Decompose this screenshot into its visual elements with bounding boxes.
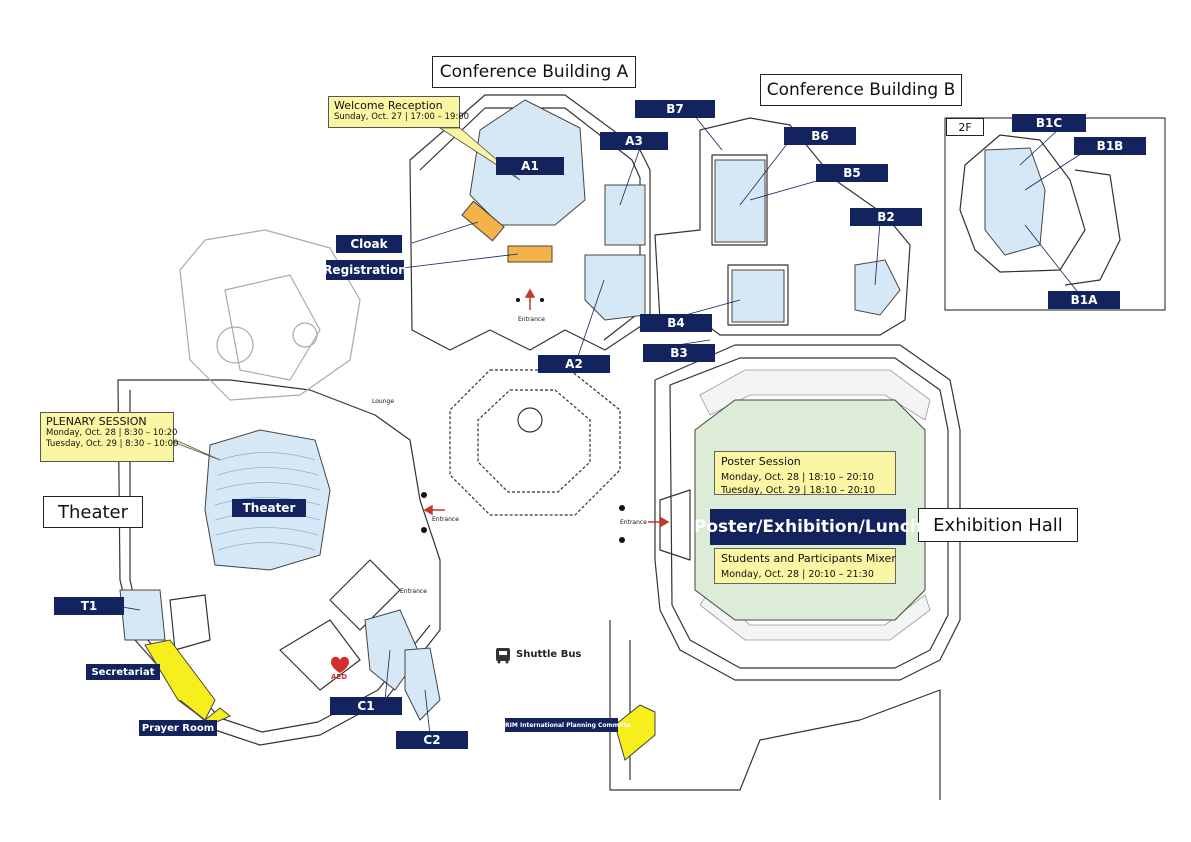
conference-a-outline	[409, 94, 651, 351]
pacrim-committee-label[interactable]: PACRIM International Planning Committe	[492, 718, 631, 732]
poster-session-day2: Tuesday, Oct. 29 | 18:10 – 20:10	[721, 485, 876, 496]
registration-fill	[507, 245, 553, 263]
room-b2-label[interactable]: B2	[850, 208, 922, 226]
lounge-label: Lounge	[372, 398, 395, 405]
room-c2-label[interactable]: C2	[396, 731, 468, 749]
pacrim-room-fill	[614, 704, 656, 761]
room-b5-label[interactable]: B5	[816, 164, 888, 182]
room-b4-label[interactable]: B4	[640, 314, 712, 332]
entrance-theater-label: Entrance	[432, 516, 459, 523]
welcome-reception-title: Welcome Reception	[334, 99, 443, 112]
plenary-session-day1: Monday, Oct. 28 | 8:30 – 10:20	[46, 428, 178, 438]
central-plaza-outline	[449, 369, 621, 516]
room-b6-label[interactable]: B6	[784, 127, 856, 145]
mixer-time: Monday, Oct. 28 | 20:10 – 21:30	[721, 569, 874, 580]
theater-title: Theater	[43, 496, 143, 528]
cloak-label[interactable]: Cloak	[336, 235, 402, 253]
mixer-title: Students and Participants Mixer	[721, 552, 896, 565]
poster-session-box: Poster Session Monday, Oct. 28 | 18:10 –…	[714, 451, 896, 496]
room-a3-label[interactable]: A3	[600, 132, 668, 150]
aed-heart-icon	[331, 656, 349, 673]
room-a2-label[interactable]: A2	[538, 355, 610, 373]
mixer-box: Students and Participants Mixer Monday, …	[714, 548, 896, 584]
poster-exhibition-lunch-label[interactable]: Poster/Exhibition/Lunch	[694, 509, 922, 545]
room-b1b-label[interactable]: B1B	[1074, 137, 1146, 155]
exhibition-hall-title: Exhibition Hall	[918, 508, 1078, 542]
room-b7-label[interactable]: B7	[635, 100, 715, 118]
shuttle-bus-icon	[496, 648, 510, 664]
welcome-reception-note: Welcome Reception Sunday, Oct. 27 | 17:0…	[328, 96, 470, 128]
poster-session-day1: Monday, Oct. 28 | 18:10 – 20:10	[721, 472, 874, 483]
entrance-a-label: Entrance	[518, 316, 545, 323]
room-a3-fill	[604, 184, 646, 246]
room-a2-fill	[584, 254, 646, 321]
entrance-hall-label: Entrance	[620, 519, 647, 526]
room-b1-fill	[984, 147, 1046, 256]
plenary-session-title: PLENARY SESSION	[46, 415, 147, 428]
cloak-fill	[461, 200, 505, 242]
room-b6-fill	[714, 159, 766, 243]
plenary-session-day2: Tuesday, Oct. 29 | 8:30 – 10:00	[46, 439, 179, 449]
plenary-session-note: PLENARY SESSION Monday, Oct. 28 | 8:30 –…	[40, 412, 179, 462]
welcome-reception-time: Sunday, Oct. 27 | 17:00 – 19:00	[334, 112, 470, 122]
aed-label: AED	[331, 673, 348, 681]
room-b4-fill	[731, 269, 785, 323]
room-b1a-label[interactable]: B1A	[1048, 291, 1120, 309]
room-t1-label[interactable]: T1	[54, 597, 124, 615]
room-b1c-label[interactable]: B1C	[1012, 114, 1086, 132]
registration-label[interactable]: Registration	[323, 260, 407, 280]
conference-building-a-title: Conference Building A	[432, 56, 636, 88]
entrance-c-label: Entrance	[400, 588, 427, 595]
prayer-room-label[interactable]: Prayer Room	[139, 720, 217, 736]
room-c2-fill	[404, 647, 441, 721]
shuttle-bus-label: Shuttle Bus	[516, 649, 582, 660]
secretariat-label[interactable]: Secretariat	[86, 664, 160, 680]
secretariat-fill	[144, 639, 216, 721]
floor-2f-title: 2F	[946, 118, 984, 136]
room-c1-label[interactable]: C1	[330, 697, 402, 715]
exhibition-hall-outline	[654, 344, 961, 681]
room-t1-fill	[119, 589, 166, 641]
conference-building-b-title: Conference Building B	[760, 74, 962, 106]
room-theater-label[interactable]: Theater	[232, 499, 306, 517]
room-b2-fill	[854, 259, 901, 316]
poster-session-title: Poster Session	[721, 455, 801, 468]
room-a1-label[interactable]: A1	[496, 157, 564, 175]
room-b3-label[interactable]: B3	[643, 344, 715, 362]
